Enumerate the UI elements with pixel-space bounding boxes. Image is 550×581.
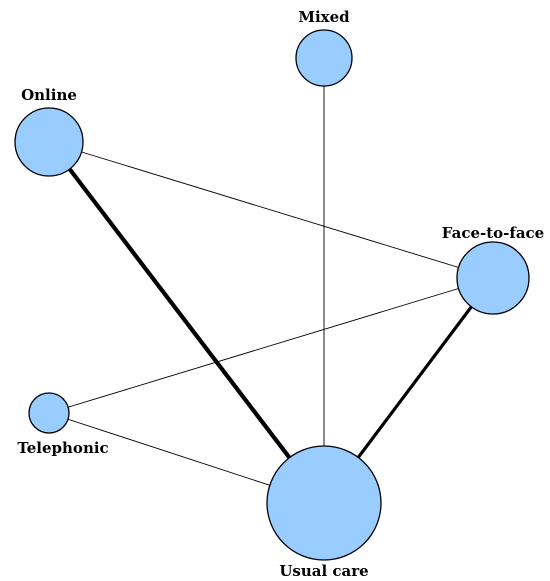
node-label-usual: Usual care xyxy=(279,562,368,580)
node-label-telephonic: Telephonic xyxy=(17,439,108,457)
node-mixed xyxy=(295,29,353,87)
edge-online-face xyxy=(48,141,494,279)
edges-layer xyxy=(46,57,495,506)
node-face xyxy=(456,241,530,315)
edge-online-usual xyxy=(46,139,327,506)
node-label-mixed: Mixed xyxy=(298,8,350,26)
node-usual xyxy=(266,445,382,561)
nodes-layer xyxy=(14,29,530,561)
node-telephonic xyxy=(28,392,70,434)
node-label-online: Online xyxy=(21,86,77,104)
node-label-face: Face-to-face xyxy=(442,224,544,242)
node-online xyxy=(14,107,84,177)
edge-telephonic-face xyxy=(48,277,494,414)
